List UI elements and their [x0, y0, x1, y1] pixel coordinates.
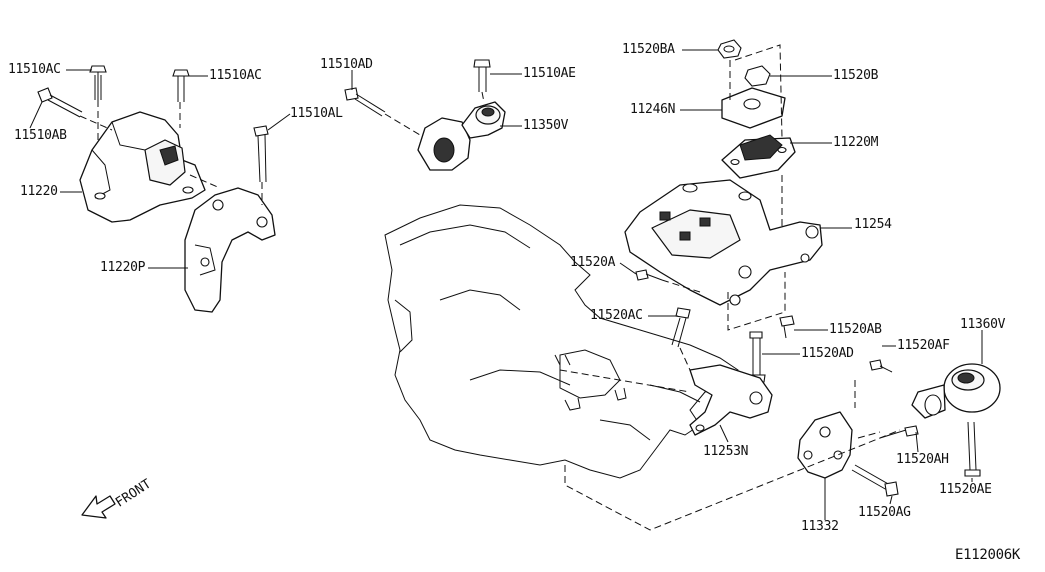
bolt-11510AD — [344, 87, 386, 117]
bolt-11510AC-left — [89, 65, 107, 100]
bolt-11520AB — [779, 315, 795, 339]
torque-rod-11350V — [417, 101, 506, 171]
label-11520AG: 11520AG — [858, 505, 911, 520]
label-11510AC-right: 11510AC — [209, 68, 262, 83]
label-11520B: 11520B — [833, 68, 879, 83]
label-11520BA: 11520BA — [622, 42, 675, 57]
label-11520A: 11520A — [570, 255, 616, 270]
label-11254: 11254 — [854, 217, 892, 232]
leader-lines — [29, 49, 983, 520]
label-11520AH: 11520AH — [896, 452, 949, 467]
bolt-11510AE — [473, 59, 491, 92]
front-arrow-icon — [81, 495, 116, 519]
label-11332: 11332 — [801, 519, 839, 534]
label-11520AE: 11520AE — [939, 482, 992, 497]
label-11220M: 11220M — [833, 135, 879, 150]
bolt-11520AG — [851, 464, 899, 497]
label-11510AC-left: 11510AC — [8, 62, 61, 77]
bolt-11520AC — [671, 307, 691, 348]
label-11220P: 11220P — [100, 260, 146, 275]
label-11520AC: 11520AC — [590, 308, 643, 323]
nut-11520BA — [717, 39, 742, 59]
bolt-11520A — [635, 269, 663, 281]
label-11350V: 11350V — [523, 118, 569, 133]
bracket-11253N — [689, 364, 773, 436]
mount-11220 — [79, 111, 206, 223]
insulator-11220M — [721, 134, 796, 179]
label-11360V: 11360V — [960, 317, 1006, 332]
label-11510AE: 11510AE — [523, 66, 576, 81]
nut-11520B — [744, 65, 771, 87]
label-11520AD: 11520AD — [801, 346, 854, 361]
label-11510AD: 11510AD — [320, 57, 373, 72]
bolt-11520AF — [869, 359, 893, 373]
bracket-11332 — [797, 411, 853, 479]
label-11246N: 11246N — [630, 102, 676, 117]
bracket-11254 — [624, 179, 823, 306]
bolt-11510AC-right — [172, 69, 190, 102]
label-11510AL: 11510AL — [290, 106, 343, 121]
rear-mount-11360V — [911, 363, 1001, 419]
plate-11246N — [721, 87, 786, 129]
label-11520AF: 11520AF — [897, 338, 950, 353]
bolt-11520AE — [964, 421, 981, 477]
bracket-11220P — [184, 187, 276, 313]
diagram-code: E112006K — [955, 547, 1021, 563]
bolt-11510AB — [37, 87, 83, 118]
bolt-11510AL — [253, 125, 269, 183]
label-11520AB: 11520AB — [829, 322, 882, 337]
label-11510AB: 11510AB — [14, 128, 67, 143]
label-11220: 11220 — [20, 184, 58, 199]
label-11253N: 11253N — [703, 444, 749, 459]
